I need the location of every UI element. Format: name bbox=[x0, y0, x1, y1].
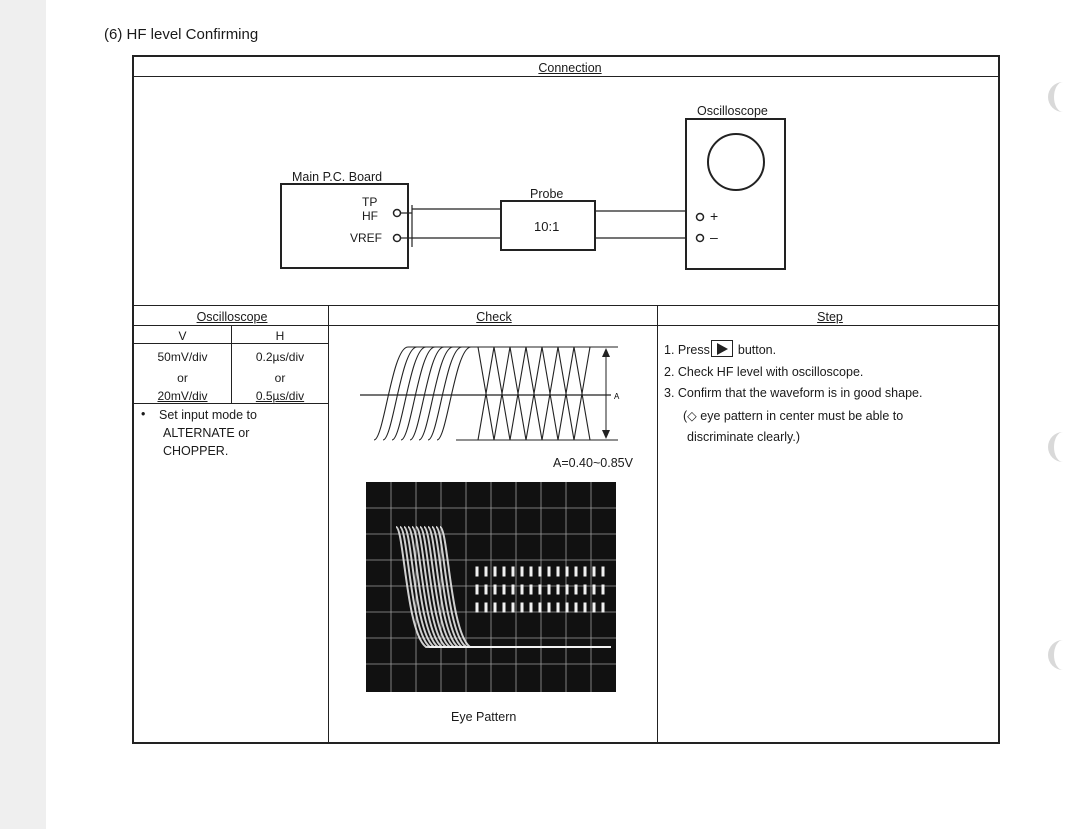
minus-input-terminal bbox=[695, 233, 705, 243]
rule bbox=[134, 403, 328, 404]
rule bbox=[134, 305, 998, 306]
procedure-table bbox=[132, 55, 1000, 744]
play-button-icon bbox=[710, 340, 733, 357]
diamond-icon: ◇ bbox=[687, 407, 697, 423]
step-3-note-open: ( bbox=[683, 408, 688, 423]
vref-label: VREF bbox=[350, 231, 383, 245]
probe-ratio: 10:1 bbox=[534, 219, 560, 234]
note-line-1: Set input mode to bbox=[159, 408, 257, 422]
main-board-box bbox=[280, 183, 409, 269]
v-value-2: 20mV/div bbox=[157, 389, 208, 403]
rule bbox=[328, 306, 329, 743]
plus-label: + bbox=[710, 208, 719, 224]
note-line-2: ALTERNATE or bbox=[163, 426, 250, 440]
amplitude-marker: A bbox=[614, 392, 620, 401]
probe-box bbox=[500, 200, 596, 251]
note-line-3: CHOPPER. bbox=[163, 444, 229, 458]
step-2: 2. Check HF level with oscilloscope. bbox=[664, 364, 864, 379]
step-1-number: 1. bbox=[664, 343, 675, 357]
step-3-note-cont: discriminate clearly.) bbox=[687, 429, 800, 444]
oscilloscope-screen bbox=[707, 133, 765, 191]
photo-caption: Eye Pattern bbox=[451, 710, 517, 724]
h-value-2: 0.5µs/div bbox=[255, 389, 305, 403]
rule bbox=[134, 76, 998, 77]
minus-label: – bbox=[710, 229, 718, 245]
h-value-1: 0.2µs/div bbox=[255, 350, 305, 364]
rule bbox=[657, 306, 658, 743]
hf-terminal bbox=[392, 208, 402, 218]
step-1-button: button. bbox=[737, 343, 777, 357]
v-or: or bbox=[177, 371, 188, 385]
h-or: or bbox=[274, 371, 286, 385]
step-list: 1. Press button. 2. Check HF level with o… bbox=[664, 340, 984, 448]
connection-header: Connection bbox=[538, 61, 602, 75]
note-bullet: • bbox=[141, 407, 146, 421]
oscilloscope-box bbox=[685, 118, 786, 270]
binder-hole bbox=[1048, 640, 1080, 670]
rule bbox=[231, 326, 232, 403]
v-value-1: 50mV/div bbox=[157, 350, 208, 364]
step-3-note-text: eye pattern in center must be able to bbox=[700, 408, 904, 423]
main-board-label: Main P.C. Board bbox=[292, 170, 383, 184]
vref-terminal bbox=[392, 233, 402, 243]
rule bbox=[134, 325, 998, 326]
step-1: 1. Press button. bbox=[664, 340, 984, 362]
hf-label: HF bbox=[362, 209, 378, 223]
col-h-header: H bbox=[275, 329, 285, 343]
col-v-header: V bbox=[178, 329, 187, 343]
step-3-note: (◇ eye pattern in center must be able to bbox=[664, 405, 984, 427]
step-header: Step bbox=[817, 310, 843, 324]
check-header: Check bbox=[476, 310, 512, 324]
oscilloscope-header: Oscilloscope bbox=[196, 310, 268, 324]
eye-pattern-diagram: A bbox=[360, 346, 620, 441]
tp-label: TP bbox=[362, 195, 378, 209]
binder-hole bbox=[1048, 432, 1080, 462]
eye-pattern-photo bbox=[366, 482, 616, 692]
probe-label: Probe bbox=[530, 187, 564, 201]
step-1-press: Press bbox=[677, 343, 710, 357]
binder-hole bbox=[1048, 82, 1080, 112]
amplitude-range: A=0.40~0.85V bbox=[553, 456, 633, 470]
oscilloscope-label: Oscilloscope bbox=[697, 104, 768, 118]
plus-input-terminal bbox=[695, 212, 705, 222]
section-title: (6) HF level Confirming bbox=[104, 26, 259, 43]
step-3: 3. Confirm that the waveform is in good … bbox=[664, 386, 923, 400]
